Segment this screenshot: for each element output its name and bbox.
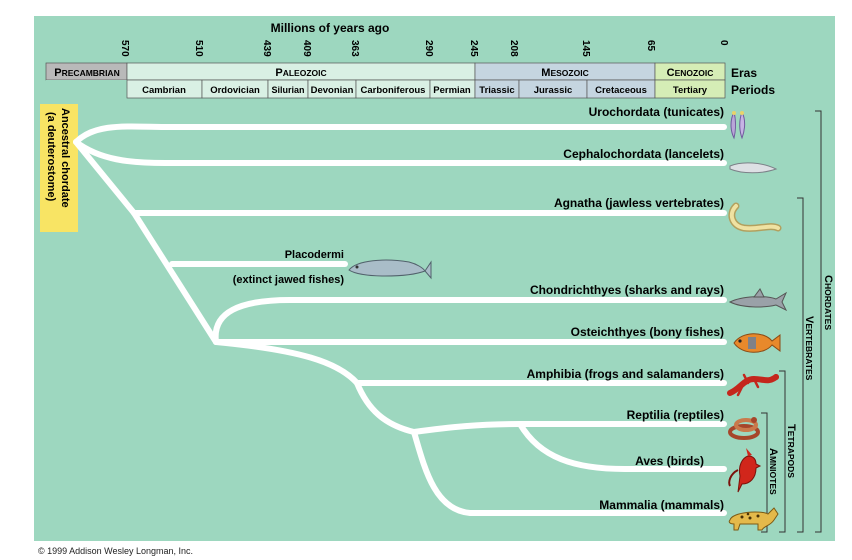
- taxon-agnatha: Agnatha (jawless vertebrates): [554, 196, 724, 210]
- bracket-vertebrates: [797, 197, 804, 533]
- branch-aves: [517, 421, 727, 472]
- periods-label: Periods: [731, 83, 775, 97]
- branch-amniote-stem: [354, 380, 417, 435]
- taxon-osteichthyes: Osteichthyes (bony fishes): [571, 325, 724, 339]
- era-paleozoic: PALEOZOIC: [275, 67, 326, 79]
- era-cenozoic: CENOZOIC: [667, 67, 714, 79]
- ancestor-label-line1: Ancestral chordate: [59, 108, 71, 208]
- period-triassic: Triassic: [479, 85, 514, 96]
- era-mesozoic: MESOZOIC: [541, 67, 588, 79]
- timeline-title: Millions of years ago: [271, 21, 390, 35]
- lancelet-icon: [729, 162, 778, 174]
- branch-tetrapod-stem: [213, 339, 360, 386]
- tick-label: 0: [718, 40, 729, 46]
- branch-main-stem: [73, 139, 137, 216]
- bracket-amniotes: [761, 412, 768, 533]
- tick-label: 409: [301, 40, 312, 57]
- era-precambrian: PRECAMBRIAN: [54, 67, 119, 79]
- taxon-mammalia: Mammalia (mammals): [599, 498, 724, 512]
- bracket-tetrapods: [779, 370, 786, 533]
- leopard-icon: [728, 507, 779, 531]
- tick-label: 65: [645, 40, 656, 52]
- periods-row: Cambrian Ordovician Silurian Devonian Ca…: [46, 79, 775, 99]
- period-cretaceous: Cretaceous: [595, 85, 647, 96]
- period-ordovician: Ordovician: [210, 85, 260, 96]
- period-silurian: Silurian: [271, 85, 304, 95]
- eras-label: Eras: [731, 66, 757, 80]
- branch-reptile-bird-stem: [411, 421, 727, 435]
- extinct-note: (extinct jawed fishes): [233, 274, 345, 286]
- timeline-ticks: 570 510 439 409 363 290 245 208 145 65 0: [119, 40, 729, 57]
- cardinal-bird-icon: [728, 448, 762, 493]
- taxon-reptilia: Reptilia (reptiles): [627, 408, 724, 422]
- group-brackets: [761, 110, 822, 533]
- tunicate-icon: [730, 110, 746, 140]
- tick-label: 208: [508, 40, 519, 57]
- snake-icon: [728, 417, 760, 440]
- group-vertebrates: VERTEBRATES: [803, 316, 815, 381]
- period-precambrian-gradient: [46, 80, 127, 98]
- taxon-chondrichthyes: Chondrichthyes (sharks and rays): [530, 283, 724, 297]
- period-jurassic: Jurassic: [534, 85, 573, 96]
- taxon-amphibia: Amphibia (frogs and salamanders): [527, 367, 724, 381]
- period-permian: Permian: [433, 85, 471, 96]
- group-tetrapods: TETRAPODS: [785, 424, 797, 478]
- ancestor-label-line2: (a deuterostome): [45, 112, 57, 202]
- tick-label: 510: [193, 40, 204, 57]
- period-tertiary: Tertiary: [673, 85, 708, 96]
- group-labels: CHORDATES VERTEBRATES TETRAPODS AMNIOTES: [767, 275, 834, 495]
- bracket-chordates: [815, 110, 822, 533]
- tick-label: 290: [423, 40, 434, 57]
- copyright-notice: © 1999 Addison Wesley Longman, Inc.: [38, 546, 194, 556]
- tick-label: 363: [349, 40, 360, 57]
- salamander-icon: [727, 373, 779, 397]
- tick-label: 439: [261, 40, 272, 57]
- diagram-background: [34, 16, 835, 541]
- tick-label: 245: [468, 40, 479, 57]
- taxon-urochordata: Urochordata (tunicates): [589, 105, 724, 119]
- branch-jawed-stem: [131, 210, 219, 345]
- ancestor-box: [40, 104, 78, 232]
- tick-label: 570: [119, 40, 130, 57]
- taxon-aves: Aves (birds): [635, 454, 704, 468]
- shark-icon: [728, 288, 788, 312]
- placoderm-icon: [348, 259, 432, 280]
- branch-cephalochordata: [73, 139, 727, 166]
- taxon-cephalochordata: Cephalochordata (lancelets): [563, 147, 724, 161]
- branch-chondrichthyes: [212, 297, 727, 345]
- phylogeny-branches: [73, 123, 727, 516]
- branch-mammalia: [411, 429, 727, 516]
- group-amniotes: AMNIOTES: [767, 448, 779, 495]
- bony-fish-icon: [733, 333, 781, 353]
- tick-label: 145: [580, 40, 591, 57]
- taxa-labels: Urochordata (tunicates) Cephalochordata …: [233, 105, 724, 512]
- period-carboniferous: Carboniferous: [361, 85, 426, 96]
- extinct-name: Placodermi: [285, 249, 344, 261]
- branch-urochordata: [73, 123, 727, 145]
- period-devonian: Devonian: [311, 85, 354, 96]
- lamprey-icon: [728, 202, 782, 232]
- period-cambrian: Cambrian: [142, 85, 186, 96]
- eras-row: PRECAMBRIAN PALEOZOIC MESOZOIC CENOZOIC …: [45, 62, 757, 81]
- group-chordates: CHORDATES: [822, 275, 834, 330]
- period-tertiary-box: [654, 79, 726, 99]
